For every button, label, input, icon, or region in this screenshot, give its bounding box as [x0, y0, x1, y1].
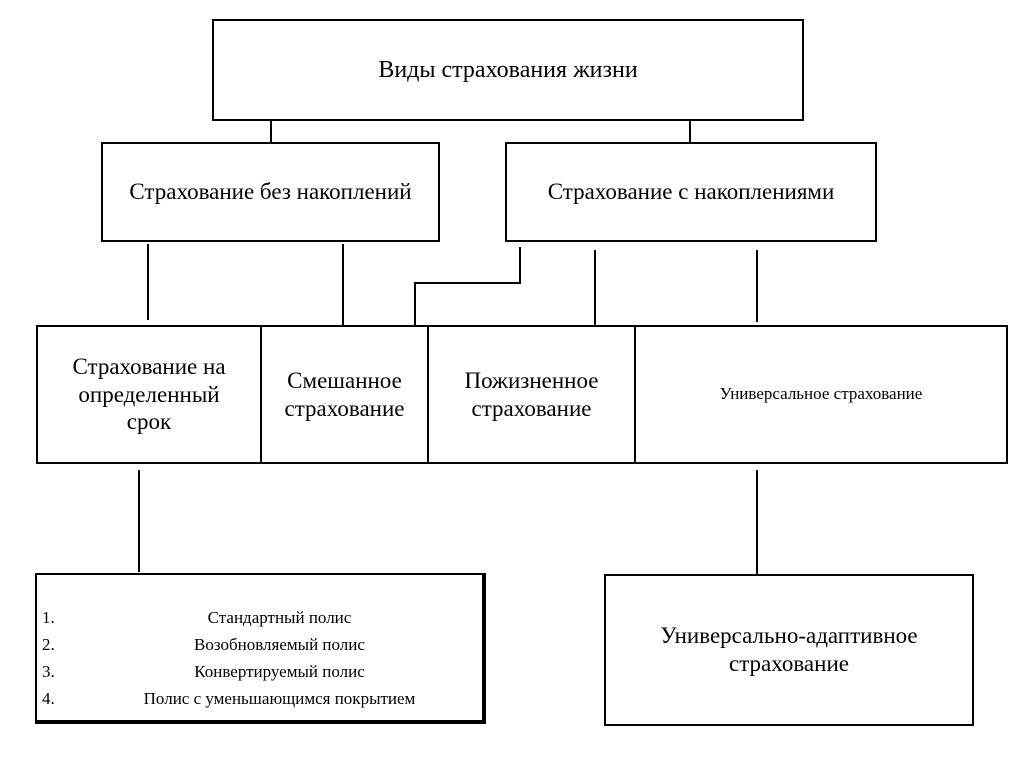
node-lifelong-insurance-label-line: Пожизненное — [464, 367, 599, 393]
node-lifelong-insurance-label-line: страхование — [471, 395, 592, 421]
node-universal-adaptive-insurance: Универсально-адаптивное страхование — [604, 574, 974, 726]
node-insurance-without-savings-label: Страхование без накоплений — [129, 179, 412, 205]
policy-list-item-label: Конвертируемый полис — [194, 662, 365, 681]
policy-list-item-number: 2. — [42, 635, 55, 654]
connector-with-savings-to-lifelong — [594, 250, 596, 328]
node-insurance-with-savings: Страхование с накоплениями — [505, 142, 877, 242]
policy-list-item-number: 1. — [42, 608, 55, 627]
node-mixed-insurance: Смешанное страхование — [260, 325, 429, 464]
node-term-insurance: Страхование на определенный срок — [36, 325, 262, 464]
policy-list-item: 3. Конвертируемый полис — [37, 658, 482, 685]
policy-list-item-number: 3. — [42, 662, 55, 681]
connector-universal-to-adaptive — [756, 470, 758, 574]
connector-with-savings-to-mixed-vertical-top — [519, 247, 521, 283]
connector-with-savings-to-mixed-horizontal — [414, 282, 521, 284]
node-lifelong-insurance: Пожизненное страхование — [427, 325, 636, 464]
node-mixed-insurance-label-line: страхование — [284, 395, 405, 421]
root-node-life-insurance-types: Виды страхования жизни — [212, 19, 804, 121]
policy-list-item: 1. Стандартный полис — [37, 604, 482, 631]
node-insurance-with-savings-label: Страхование с накоплениями — [547, 179, 835, 205]
node-universal-adaptive-insurance-label-line: Универсально-адаптивное — [660, 623, 918, 649]
policy-list-item-label: Полис с уменьшающимся покрытием — [143, 689, 416, 708]
connector-no-savings-to-term — [147, 244, 149, 320]
node-insurance-without-savings: Страхование без накоплений — [101, 142, 440, 242]
policy-list-item-number: 4. — [42, 689, 55, 708]
node-term-policy-list: 1. Стандартный полис 2. Возобновляемый п… — [35, 573, 486, 724]
node-term-insurance-label-line: Страхование на — [72, 354, 226, 380]
node-universal-adaptive-insurance-label-line: страхование — [729, 651, 849, 676]
node-universal-insurance: Универсальное страхование — [634, 325, 1008, 464]
node-mixed-insurance-label-line: Смешанное — [287, 367, 402, 393]
connector-term-to-policies — [138, 470, 140, 572]
root-node-label: Виды страхования жизни — [378, 56, 638, 83]
connector-with-savings-to-mixed-vertical-bottom — [414, 282, 416, 325]
node-universal-insurance-label: Универсальное страхование — [719, 384, 923, 404]
policy-list-item-label: Возобновляемый полис — [194, 635, 365, 654]
policy-list-item-label: Стандартный полис — [207, 608, 352, 627]
policy-list-item: 2. Возобновляемый полис — [37, 631, 482, 658]
node-term-insurance-label-line: срок — [126, 409, 172, 435]
connector-root-to-with-savings — [689, 121, 691, 142]
node-term-insurance-label-line: определенный — [78, 381, 220, 407]
connector-no-savings-to-mixed — [342, 244, 344, 325]
connector-root-to-no-savings — [270, 121, 272, 142]
connector-with-savings-to-universal — [756, 250, 758, 322]
policy-list-item: 4. Полис с уменьшающимся покрытием — [37, 685, 482, 712]
